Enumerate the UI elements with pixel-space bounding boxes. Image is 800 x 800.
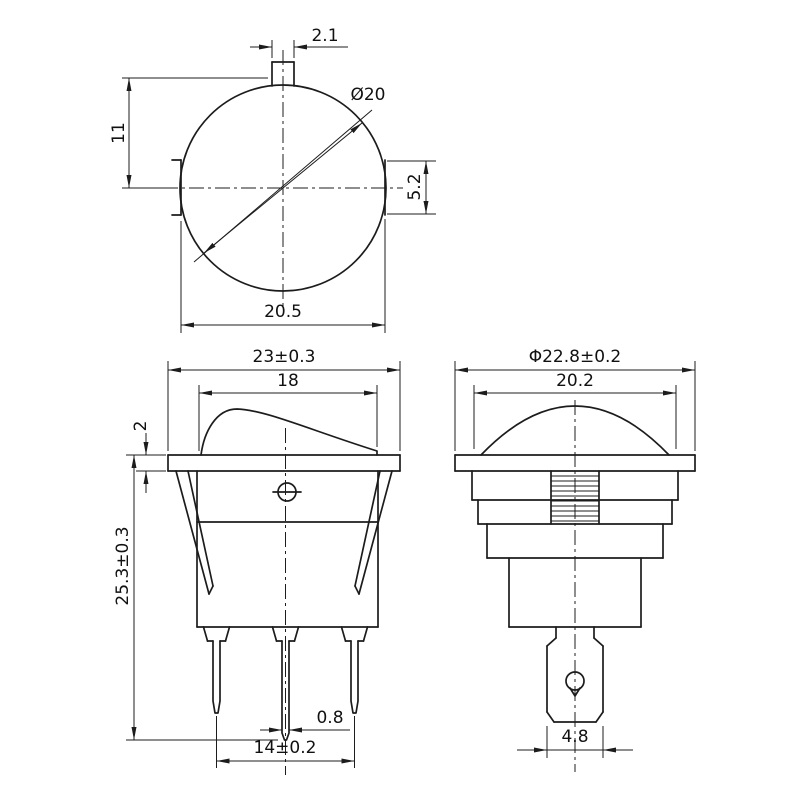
- dim-flange-thickness: 2: [131, 421, 151, 432]
- side-view: Φ22.8±0.2 20.2 4.8: [454, 347, 696, 772]
- dim-diameter: Ø20: [350, 85, 385, 105]
- dim-front-overall-width: 23±0.3: [253, 347, 316, 367]
- dim-body-height: 25.3±0.3: [113, 526, 133, 605]
- top-view: Ø20 2.1 11 5.2 20.5: [109, 26, 436, 333]
- dim-overall-width-top: 20.5: [264, 302, 302, 322]
- dim-side-overall-diameter: Φ22.8±0.2: [529, 347, 622, 367]
- left-terminal-pin: [212, 640, 221, 714]
- dim-terminal-width: 4.8: [561, 727, 588, 747]
- front-view: 23±0.3 18 2 25.3±0.3 0.8 14±0.2: [113, 347, 401, 775]
- left-snap-clip: [208, 585, 214, 595]
- switch-bezel-circle: [179, 84, 387, 292]
- dim-side-body-diameter: 20.2: [556, 371, 594, 391]
- terminal-hole: [565, 671, 585, 691]
- dim-flat-height: 5.2: [405, 173, 425, 200]
- dome-actuator: [480, 405, 670, 456]
- center-terminal-pin: [281, 640, 290, 741]
- rocker-actuator: [200, 408, 378, 456]
- right-terminal-pin: [350, 640, 359, 714]
- dim-pin-thickness: 0.8: [316, 708, 343, 728]
- dim-pin-spacing: 14±0.2: [254, 738, 317, 758]
- right-snap-clip: [354, 585, 360, 595]
- dim-tab-width: 2.1: [311, 26, 338, 46]
- dim-center-height: 11: [109, 122, 129, 144]
- dim-rocker-width: 18: [277, 371, 299, 391]
- terminal-hole-notch: [569, 687, 581, 697]
